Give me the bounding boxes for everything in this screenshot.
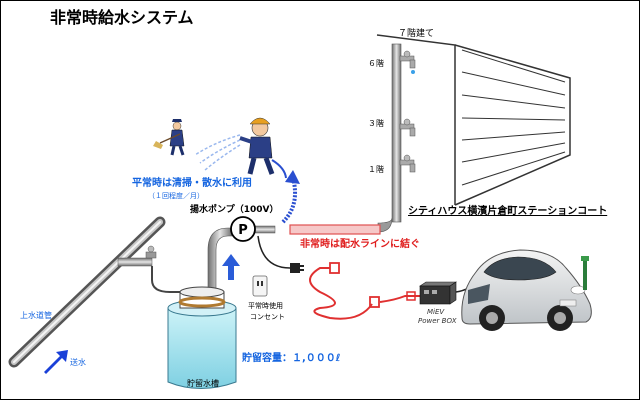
supply-pipe: [8, 216, 166, 368]
power-box-label-2: Power BOX: [418, 317, 457, 325]
floor-3-label: ３階: [368, 118, 384, 128]
outlet-icon: [252, 275, 268, 297]
supply-pipe-label: 上水道管: [20, 310, 52, 320]
outlet-label-2: コンセント: [250, 313, 285, 321]
emergency-line-label: 非常時は配水ラインに結ぐ: [300, 237, 420, 250]
tank-label: 貯留水槽: [187, 378, 219, 388]
building-name-label: シティハウス横濱片倉町ステーションコート: [408, 204, 607, 217]
normal-use-label: 平常時は清掃・散水に利用: [132, 176, 252, 189]
worker-watering-figure: [239, 117, 287, 179]
faucet-1f: [399, 154, 416, 173]
normal-use-frequency: （１回程度／月）: [148, 191, 204, 200]
branch-pipe: [117, 245, 190, 293]
outlet-label-1: 平常時使用: [248, 301, 283, 310]
electric-car-figure: [461, 249, 592, 331]
water-spray: [194, 134, 241, 171]
faucet-6f: [399, 50, 416, 74]
red-extension-cord: [309, 262, 420, 320]
pump-symbol: [230, 216, 256, 242]
capacity-label: 貯留容量：１,０００ℓ: [242, 351, 341, 364]
building-height-label: ７階建て: [398, 27, 434, 39]
pump-power-cord: [257, 235, 291, 269]
pump-riser-pipe: [207, 227, 233, 301]
hose-arrow: [281, 177, 297, 224]
worker-sweeping-figure: [153, 119, 185, 156]
emergency-pipe: [289, 224, 381, 235]
pump-outlet-pipe: [254, 225, 276, 234]
faucet-3f: [399, 118, 416, 137]
floor-1-label: １階: [368, 164, 384, 174]
water-send-label: 送水: [70, 357, 86, 367]
power-box-label-1: MiEV: [427, 308, 445, 316]
pump-letter: P: [238, 223, 248, 238]
hose-arrowhead: [285, 170, 300, 184]
plug-icon: [290, 263, 304, 273]
storage-tank: [167, 286, 237, 389]
power-box: [419, 281, 457, 305]
pump-label: 揚水ポンプ（100V）: [190, 203, 278, 215]
supply-flow-arrow: [44, 350, 68, 374]
page-title: 非常時給水システム: [50, 8, 194, 27]
riser-pipe: [391, 43, 402, 223]
building: [376, 34, 571, 206]
floor-6-label: ６階: [368, 58, 384, 68]
up-arrow: [222, 254, 240, 280]
